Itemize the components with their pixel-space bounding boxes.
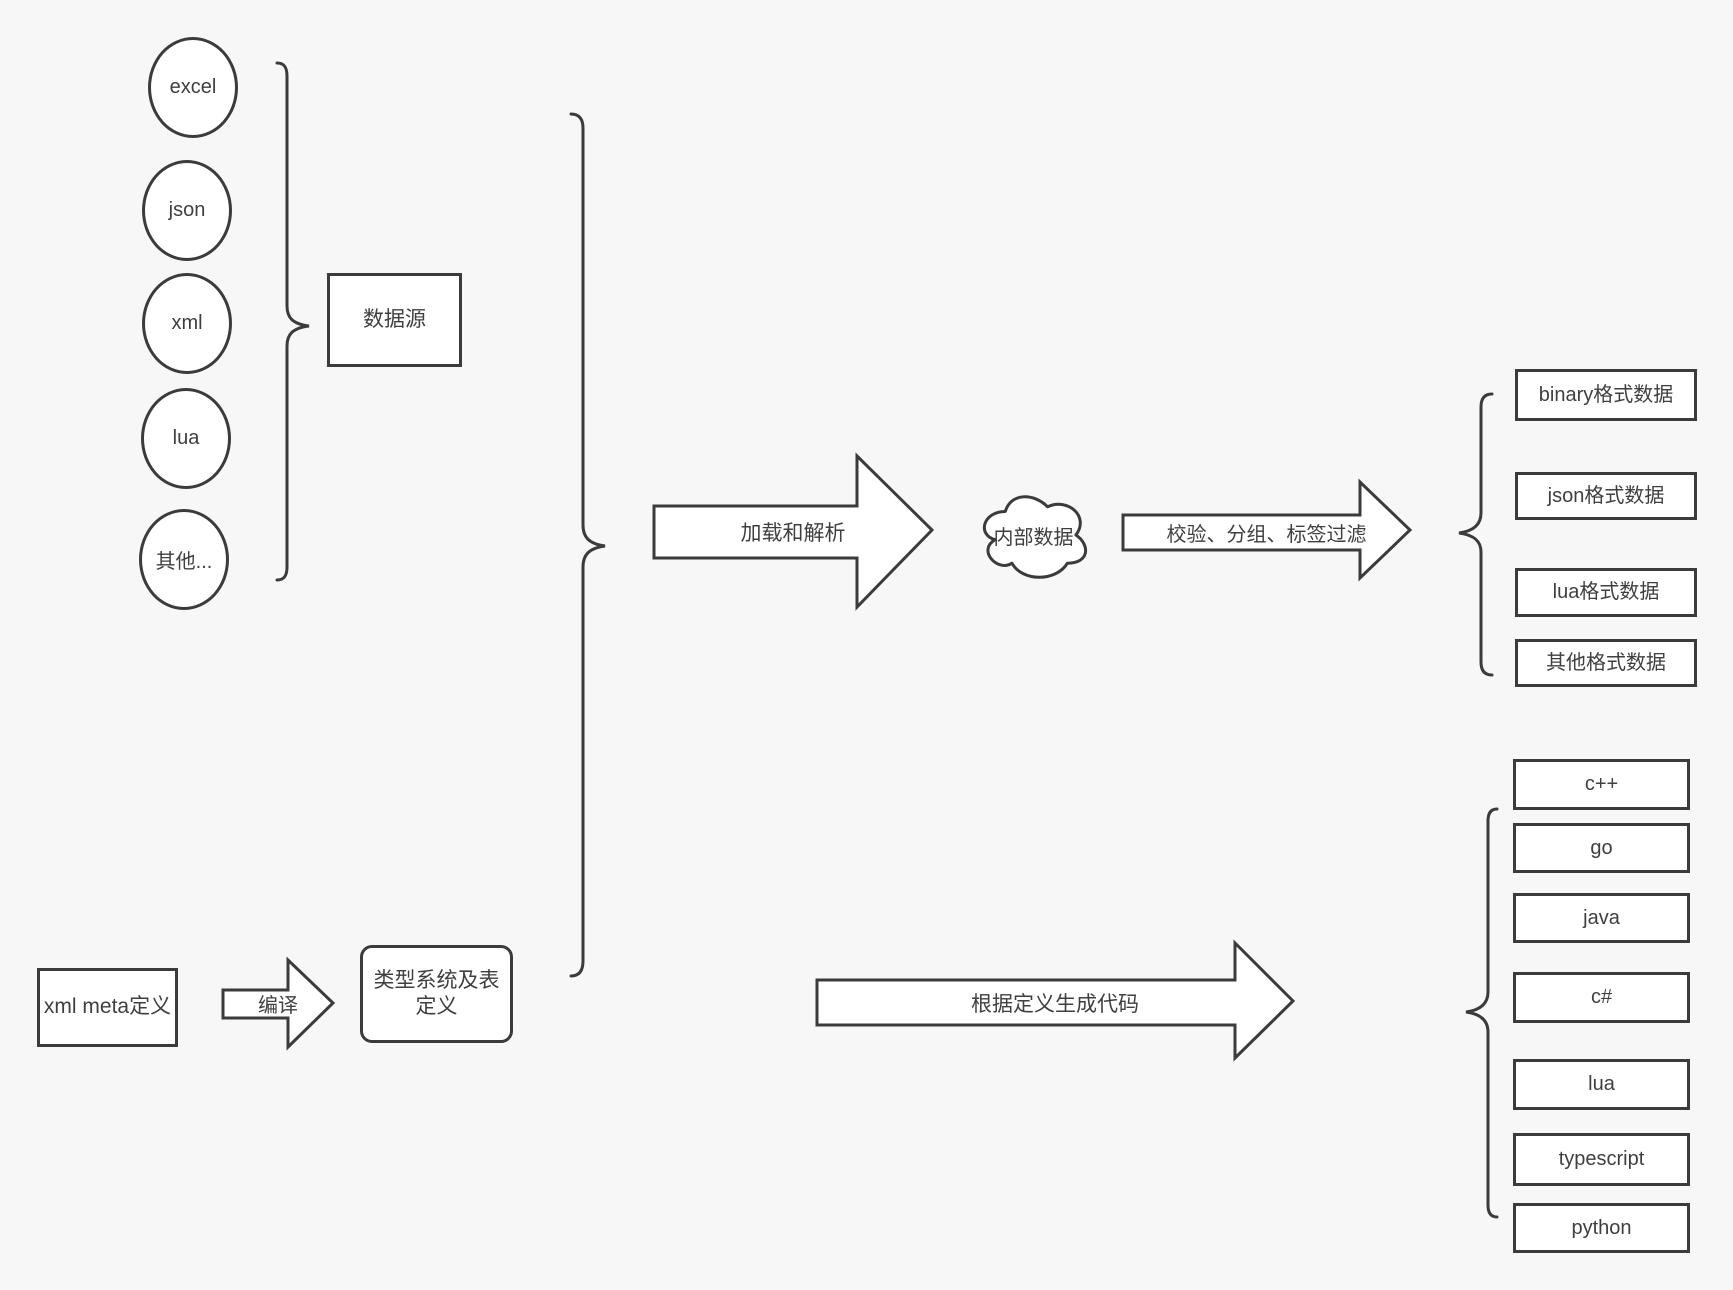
source-node-other: 其他... (139, 509, 229, 610)
format-box-other: 其他格式数据 (1515, 639, 1697, 687)
format-box-json: json格式数据 (1515, 472, 1697, 520)
language-box-label: c++ (1584, 773, 1619, 795)
language-box-label: typescript (1558, 1148, 1645, 1170)
xml-meta-label: xml meta定义 (43, 995, 172, 1019)
format-box-lua: lua格式数据 (1515, 568, 1697, 617)
language-box-label: lua (1588, 1073, 1615, 1095)
xml-meta-box: xml meta定义 (37, 968, 178, 1047)
inputs-brace (569, 112, 606, 978)
sources-brace (275, 61, 310, 582)
language-box-label: c# (1590, 986, 1613, 1008)
compile-arrow (221, 956, 336, 1051)
source-node-label: lua (172, 427, 200, 449)
language-box-label: python (1571, 1216, 1632, 1239)
internal-data-cloud (982, 495, 1087, 579)
filter-arrow (1121, 478, 1413, 582)
source-node-xml: xml (142, 273, 232, 374)
type-system-label: 类型系统及表定义 (373, 968, 500, 1018)
language-box-java: java (1513, 893, 1690, 943)
load-parse-arrow (652, 452, 935, 611)
source-node-lua: lua (141, 388, 231, 489)
source-node-label: json (168, 199, 206, 221)
formats-brace (1458, 392, 1494, 677)
format-box-binary: binary格式数据 (1515, 369, 1697, 421)
language-box-typescript: typescript (1513, 1133, 1690, 1186)
languages-brace (1465, 807, 1499, 1219)
language-box-python: python (1513, 1203, 1690, 1253)
type-system-box: 类型系统及表定义 (360, 945, 513, 1043)
format-box-label: 其他格式数据 (1546, 651, 1666, 674)
language-box-label: java (1583, 906, 1620, 929)
data-source-box: 数据源 (327, 273, 462, 367)
source-node-label: excel (169, 76, 217, 98)
language-box-lua: lua (1513, 1059, 1690, 1110)
format-box-label: json格式数据 (1547, 484, 1665, 507)
source-node-excel: excel (148, 37, 238, 138)
source-node-json: json (142, 160, 232, 261)
source-node-label: 其他... (155, 551, 213, 573)
language-box-cpp: c++ (1513, 759, 1690, 810)
format-box-label: binary格式数据 (1538, 383, 1674, 406)
generate-code-arrow (815, 939, 1296, 1062)
language-box-csharp: c# (1513, 972, 1690, 1023)
format-box-label: lua格式数据 (1552, 581, 1660, 603)
language-box-label: go (1590, 836, 1613, 859)
source-node-label: xml (171, 312, 203, 334)
language-box-go: go (1513, 823, 1690, 873)
data-source-label: 数据源 (363, 307, 426, 331)
